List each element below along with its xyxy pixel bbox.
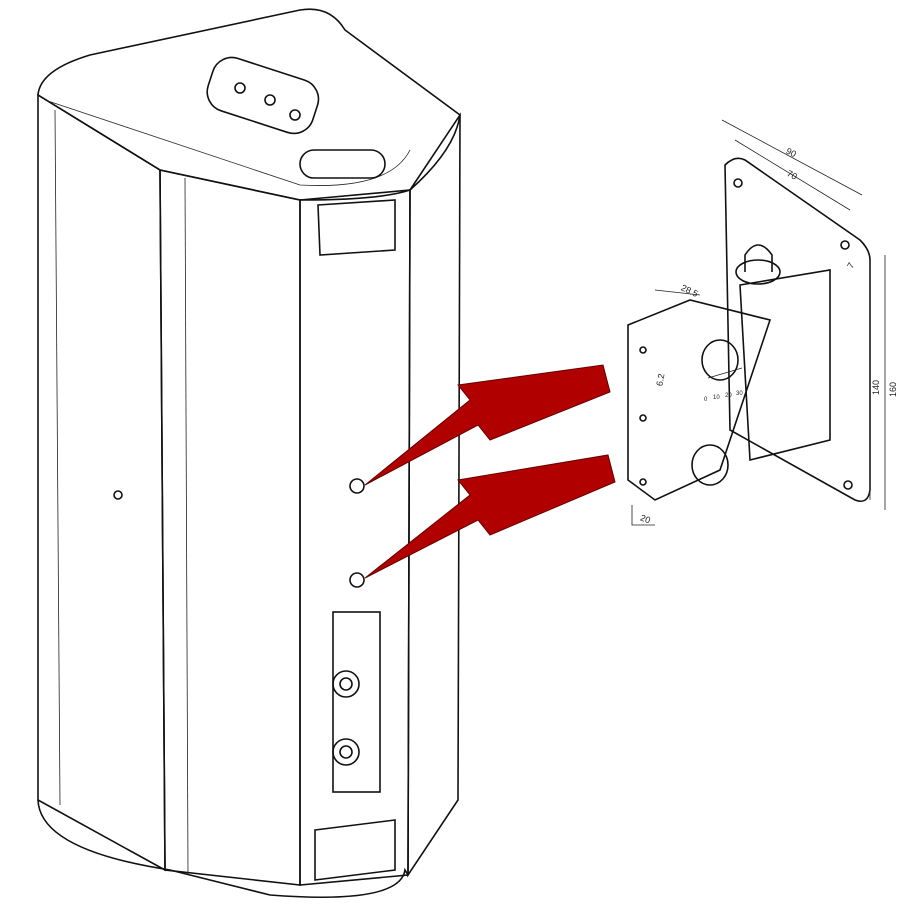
bracket-wall-plate	[724, 157, 871, 503]
angle-20: 20	[725, 393, 732, 399]
connector-plate	[332, 611, 381, 793]
wall-bracket-drawing: 90 70 7 28.5 6.2 140 160 20 0 10 20 30	[627, 119, 898, 526]
speaker-top	[37, 8, 461, 201]
dim-70: 70	[785, 168, 799, 182]
angle-30: 30	[736, 391, 743, 397]
speaker-left-panel	[37, 93, 166, 872]
speakon-connector-2	[332, 738, 360, 766]
angle-10: 10	[713, 395, 720, 401]
dim-28-5: 28.5	[680, 283, 700, 299]
speaker-rear-panel	[407, 112, 461, 878]
dim-90: 90	[784, 146, 798, 160]
arrow-upper	[364, 364, 611, 486]
speakon-connector-1	[332, 670, 360, 698]
dim-140: 140	[871, 380, 881, 395]
angle-0: 0	[704, 397, 708, 403]
mounting-hole-upper	[349, 478, 365, 494]
bracket-arm	[627, 299, 772, 501]
angle-scale: 0 10 20 30	[704, 391, 743, 403]
dim-6-2: 6.2	[654, 373, 666, 387]
dim-7: 7	[845, 261, 856, 270]
speaker-front-panel	[159, 169, 301, 886]
dim-20: 20	[639, 513, 652, 526]
speaker-side-panel	[299, 189, 411, 886]
speaker-cabinet	[37, 8, 461, 899]
mounting-hole-lower	[349, 572, 365, 588]
arrow-lower	[364, 454, 616, 579]
dim-160: 160	[888, 382, 898, 397]
